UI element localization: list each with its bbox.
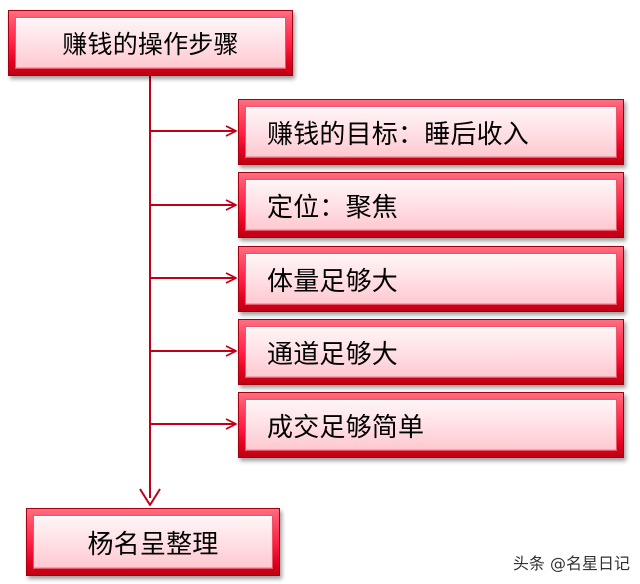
watermark-text: 头条 @名星日记	[512, 554, 630, 573]
step-label-1: 赚钱的目标：睡后收入	[267, 119, 530, 150]
step-box-1: 赚钱的目标：睡后收入	[238, 99, 624, 165]
step-label-4: 通道足够大	[267, 339, 399, 370]
step-box-5: 成交足够简单	[238, 392, 624, 458]
main-down-arrowhead	[139, 488, 161, 506]
step-label-2: 定位：聚焦	[267, 192, 399, 223]
step-box-4: 通道足够大	[238, 319, 624, 385]
author-label: 杨名呈整理	[87, 529, 219, 560]
root-step-label: 赚钱的操作步骤	[62, 30, 239, 59]
step-box-2: 定位：聚焦	[238, 172, 624, 238]
root-step-box: 赚钱的操作步骤	[8, 10, 293, 76]
author-box: 杨名呈整理	[26, 508, 280, 576]
step-box-3: 体量足够大	[238, 246, 624, 312]
step-label-3: 体量足够大	[267, 266, 399, 297]
step-label-5: 成交足够简单	[267, 412, 425, 443]
